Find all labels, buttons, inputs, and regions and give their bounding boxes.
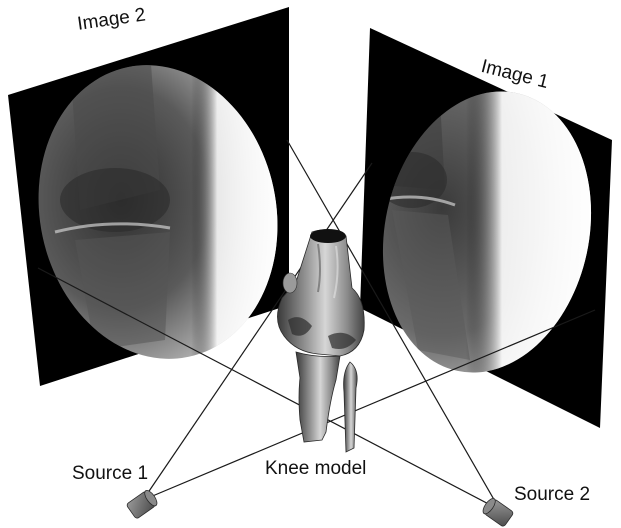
source-2-camera [481, 496, 514, 527]
image-1-panel [360, 28, 612, 428]
image-2-panel [8, 7, 290, 386]
knee-model [277, 229, 364, 452]
knee-model-label: Knee model [265, 458, 366, 480]
source-1-label: Source 1 [72, 463, 148, 485]
source-2-label: Source 2 [514, 484, 590, 506]
source-1-camera [126, 488, 159, 519]
